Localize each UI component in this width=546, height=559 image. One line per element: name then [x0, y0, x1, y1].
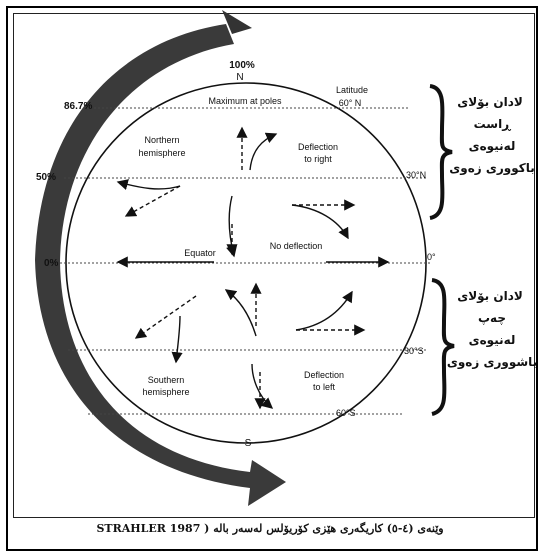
deflection-right-line2: to right: [304, 154, 332, 164]
northern-hemisphere-line2: hemisphere: [138, 148, 185, 158]
kurdish-south-line3: لەنیوەی: [469, 333, 516, 348]
kurdish-north-line3: لەنیوەی: [469, 139, 516, 154]
pole-north-label: N: [236, 72, 243, 83]
northern-hemisphere-line1: Northern: [144, 135, 179, 145]
percent-100-label: 100%: [229, 60, 255, 71]
lat-0-label: 0°: [427, 252, 436, 262]
kurdish-note-north: لادان بۆلای ڕاست لەنیوەی باکووری زەوی: [449, 95, 535, 176]
latitude-label: Latitude: [336, 85, 368, 95]
kurdish-north-line4: باکووری زەوی: [449, 161, 535, 176]
lat-60n-label: 60° N: [339, 98, 362, 108]
kurdish-north-line1: لادان بۆلای: [457, 95, 523, 110]
southern-hemisphere-line1: Southern: [148, 375, 185, 385]
deflection-right-line1: Deflection: [298, 142, 338, 152]
equator-label: Equator: [184, 248, 216, 258]
percent-0-label: 0%: [44, 258, 59, 269]
lat-60s-label: 60°S: [336, 408, 356, 418]
kurdish-note-south: لادان بۆلای چەپ لەنیوەی باشووری زەوی: [447, 289, 537, 370]
brace-south-icon: [432, 280, 454, 414]
lat-30n-label: 30°N: [406, 170, 426, 180]
max-at-poles-label: Maximum at poles: [208, 96, 282, 106]
kurdish-south-line4: باشووری زەوی: [447, 355, 537, 370]
deflection-left-line1: Deflection: [304, 370, 344, 380]
latitude-lines: [60, 108, 430, 414]
curved-rotation-arrow-icon: [35, 10, 286, 506]
figure-caption: وێنەی (٤-٥) کاریگەری هێزی کۆریۆلس لەسەر …: [96, 521, 443, 535]
brace-north-icon: [430, 86, 452, 218]
kurdish-south-line2: چەپ: [478, 311, 506, 325]
percent-86-label: 86.7%: [64, 101, 92, 112]
deflection-left-line2: to left: [313, 382, 336, 392]
southern-hemisphere-line2: hemisphere: [142, 387, 189, 397]
no-deflection-label: No deflection: [270, 241, 323, 251]
lat-30s-label: 30°S: [404, 346, 424, 356]
percent-50-label: 50%: [36, 172, 56, 183]
pole-south-label: S: [245, 438, 252, 449]
kurdish-north-line2: ڕاست: [474, 117, 513, 131]
kurdish-south-line1: لادان بۆلای: [457, 289, 523, 304]
